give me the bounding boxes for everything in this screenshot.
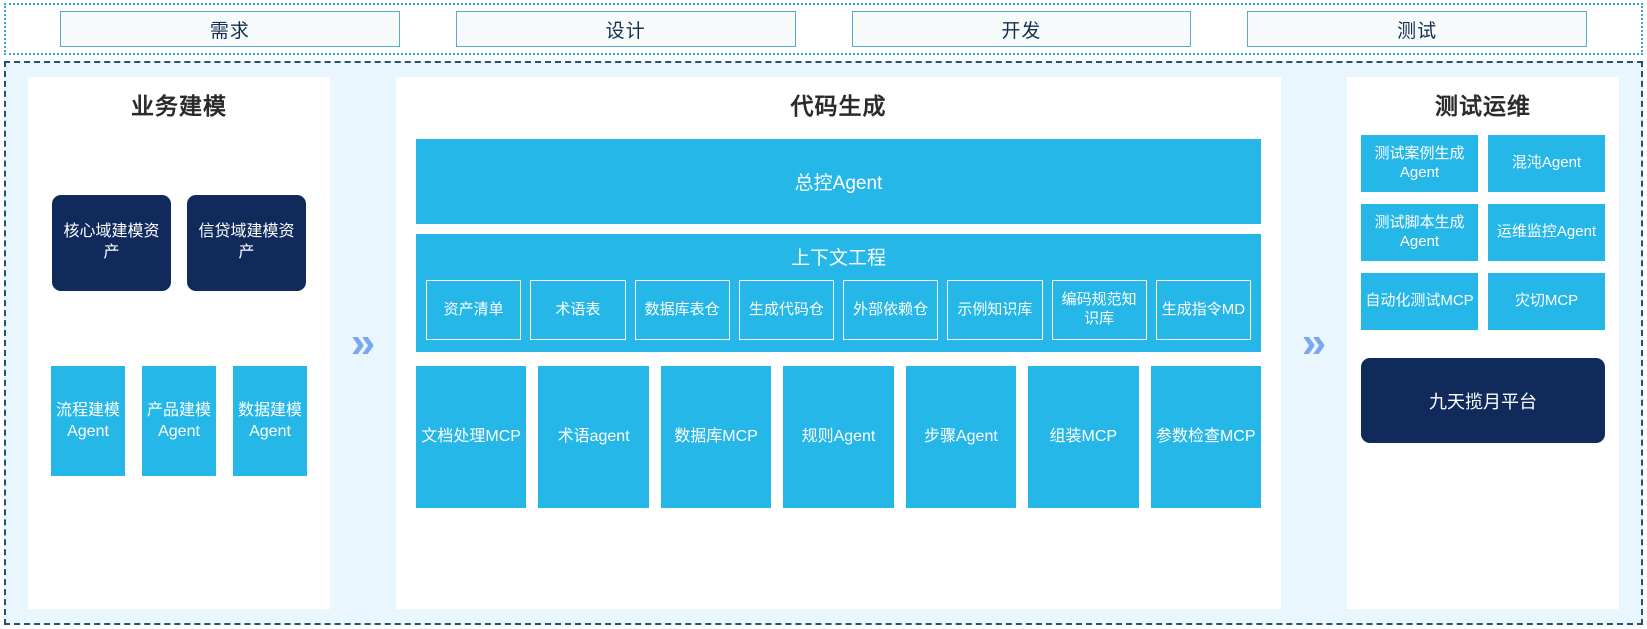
context-item-external-dependency-repo[interactable]: 外部依赖仓 bbox=[843, 280, 939, 340]
modeling-agent-label: 流程建模Agent bbox=[55, 401, 120, 440]
phase-item-development[interactable]: 开发 bbox=[851, 11, 1192, 47]
platform-card-jiutian[interactable]: 九天揽月平台 bbox=[1361, 358, 1605, 443]
modeling-agent-product[interactable]: 产品建模Agent bbox=[142, 366, 216, 476]
test-card-label: 灾切MCP bbox=[1514, 292, 1579, 310]
context-item-db-table-repo[interactable]: 数据库表仓 bbox=[634, 280, 730, 340]
context-item-label: 数据库表仓 bbox=[644, 300, 720, 318]
tool-card-label: 数据库MCP bbox=[674, 427, 758, 445]
phase-bar: 需求 设计 开发 测试 bbox=[4, 3, 1643, 55]
test-card-chaos-agent[interactable]: 混沌Agent bbox=[1488, 135, 1605, 192]
modeling-agent-row: 流程建模Agent 产品建模Agent 数据建模Agent bbox=[28, 366, 330, 476]
context-item-generation-instruction-md[interactable]: 生成指令MD bbox=[1155, 280, 1251, 340]
context-item-glossary[interactable]: 术语表 bbox=[530, 280, 626, 340]
test-card-label: 测试案例生成Agent bbox=[1374, 144, 1465, 181]
test-card-label: 混沌Agent bbox=[1511, 154, 1582, 172]
test-card-disaster-recovery-mcp[interactable]: 灾切MCP bbox=[1488, 273, 1605, 330]
phase-label: 设计 bbox=[605, 20, 646, 42]
modeling-agent-label: 数据建模Agent bbox=[237, 401, 302, 440]
test-operations-body: 测试案例生成Agent 混沌Agent 测试脚本生成Agent 运维监控Agen… bbox=[1347, 127, 1619, 443]
context-item-example-knowledge-base[interactable]: 示例知识库 bbox=[947, 280, 1043, 340]
phase-item-requirement[interactable]: 需求 bbox=[60, 11, 400, 47]
panel-business-modeling: 业务建模 核心域建模资产 信贷域建模资产 流程建模Agent 产品建模Agent… bbox=[28, 77, 330, 609]
context-item-generated-code-repo[interactable]: 生成代码仓 bbox=[738, 280, 834, 340]
phase-label: 开发 bbox=[1001, 20, 1042, 42]
context-item-label: 生成指令MD bbox=[1161, 300, 1246, 318]
phase-item-design[interactable]: 设计 bbox=[455, 11, 796, 47]
platform-card-label: 九天揽月平台 bbox=[1429, 391, 1537, 412]
test-card-label: 运维监控Agent bbox=[1496, 223, 1597, 241]
context-item-label: 外部依赖仓 bbox=[853, 300, 929, 318]
modeling-agent-process[interactable]: 流程建模Agent bbox=[51, 366, 125, 476]
asset-card-label: 信贷域建模资产 bbox=[198, 223, 295, 261]
context-item-list: 资产清单 术语表 数据库表仓 生成代码仓 外部依赖仓 示例知识库 编码规范知识库… bbox=[426, 280, 1251, 340]
test-card-script-generation-agent[interactable]: 测试脚本生成Agent bbox=[1361, 204, 1478, 261]
tool-card-label: 组装MCP bbox=[1049, 427, 1118, 445]
context-item-label: 资产清单 bbox=[443, 300, 504, 318]
context-engineering-title: 上下文工程 bbox=[790, 248, 886, 269]
chevron-double-right-icon-1: » bbox=[350, 318, 376, 367]
asset-card-credit-domain[interactable]: 信贷域建模资产 bbox=[187, 195, 306, 291]
tool-card-rule-agent[interactable]: 规则Agent bbox=[783, 366, 894, 508]
master-agent-label: 总控Agent bbox=[794, 173, 883, 194]
tool-card-row: 文档处理MCP 术语agent 数据库MCP 规则Agent 步骤Agent 组… bbox=[416, 366, 1261, 508]
context-item-label: 编码规范知识库 bbox=[1061, 291, 1137, 327]
modeling-agent-label: 产品建模Agent bbox=[146, 401, 211, 440]
tool-card-label: 参数检查MCP bbox=[1155, 427, 1256, 445]
tool-card-label: 步骤Agent bbox=[923, 427, 998, 445]
main-region: 业务建模 核心域建模资产 信贷域建模资产 流程建模Agent 产品建模Agent… bbox=[4, 61, 1643, 625]
tool-card-step-agent[interactable]: 步骤Agent bbox=[905, 366, 1017, 508]
test-card-automated-test-mcp[interactable]: 自动化测试MCP bbox=[1361, 273, 1478, 330]
phase-item-testing[interactable]: 测试 bbox=[1247, 11, 1587, 47]
asset-card-label: 核心域建模资产 bbox=[63, 223, 160, 261]
tool-card-label: 规则Agent bbox=[801, 427, 876, 445]
tool-card-glossary-agent[interactable]: 术语agent bbox=[538, 366, 649, 508]
modeling-agent-data[interactable]: 数据建模Agent bbox=[233, 366, 307, 476]
tool-card-document-processing-mcp[interactable]: 文档处理MCP bbox=[416, 366, 527, 508]
context-item-label: 术语表 bbox=[555, 300, 601, 318]
panel-title-test-operations: 测试运维 bbox=[1435, 93, 1531, 119]
context-item-label: 示例知识库 bbox=[957, 300, 1033, 318]
test-card-case-generation-agent[interactable]: 测试案例生成Agent bbox=[1361, 135, 1478, 192]
phase-label: 测试 bbox=[1397, 20, 1438, 42]
master-agent-box[interactable]: 总控Agent bbox=[416, 139, 1261, 224]
context-item-coding-standard-knowledge-base[interactable]: 编码规范知识库 bbox=[1051, 280, 1147, 340]
panel-title-business-modeling: 业务建模 bbox=[131, 93, 227, 119]
asset-card-core-domain[interactable]: 核心域建模资产 bbox=[52, 195, 171, 291]
context-item-label: 生成代码仓 bbox=[748, 300, 824, 318]
phase-label: 需求 bbox=[209, 20, 250, 42]
test-card-ops-monitoring-agent[interactable]: 运维监控Agent bbox=[1488, 204, 1605, 261]
asset-card-row: 核心域建模资产 信贷域建模资产 bbox=[28, 195, 330, 291]
panel-title-code-generation: 代码生成 bbox=[790, 93, 887, 119]
tool-card-label: 文档处理MCP bbox=[421, 427, 521, 445]
panel-code-generation: 代码生成 总控Agent 上下文工程 资产清单 术语表 数据库表仓 生成代码仓 … bbox=[396, 77, 1281, 609]
context-engineering-block: 上下文工程 资产清单 术语表 数据库表仓 生成代码仓 外部依赖仓 示例知识库 编… bbox=[416, 234, 1261, 352]
tool-card-parameter-check-mcp[interactable]: 参数检查MCP bbox=[1150, 366, 1261, 508]
test-card-label: 测试脚本生成Agent bbox=[1374, 213, 1465, 250]
tool-card-database-mcp[interactable]: 数据库MCP bbox=[660, 366, 772, 508]
context-item-asset-list[interactable]: 资产清单 bbox=[426, 280, 522, 340]
test-card-label: 自动化测试MCP bbox=[1365, 292, 1474, 310]
tool-card-label: 术语agent bbox=[557, 427, 630, 445]
panel-test-operations: 测试运维 测试案例生成Agent 混沌Agent 测试脚本生成Agent 运维监… bbox=[1347, 77, 1619, 609]
test-operations-grid: 测试案例生成Agent 混沌Agent 测试脚本生成Agent 运维监控Agen… bbox=[1361, 135, 1605, 330]
code-generation-body: 总控Agent 上下文工程 资产清单 术语表 数据库表仓 生成代码仓 外部依赖仓… bbox=[396, 127, 1281, 514]
tool-card-assembly-mcp[interactable]: 组装MCP bbox=[1028, 366, 1139, 508]
chevron-double-right-icon-2: » bbox=[1301, 318, 1327, 367]
